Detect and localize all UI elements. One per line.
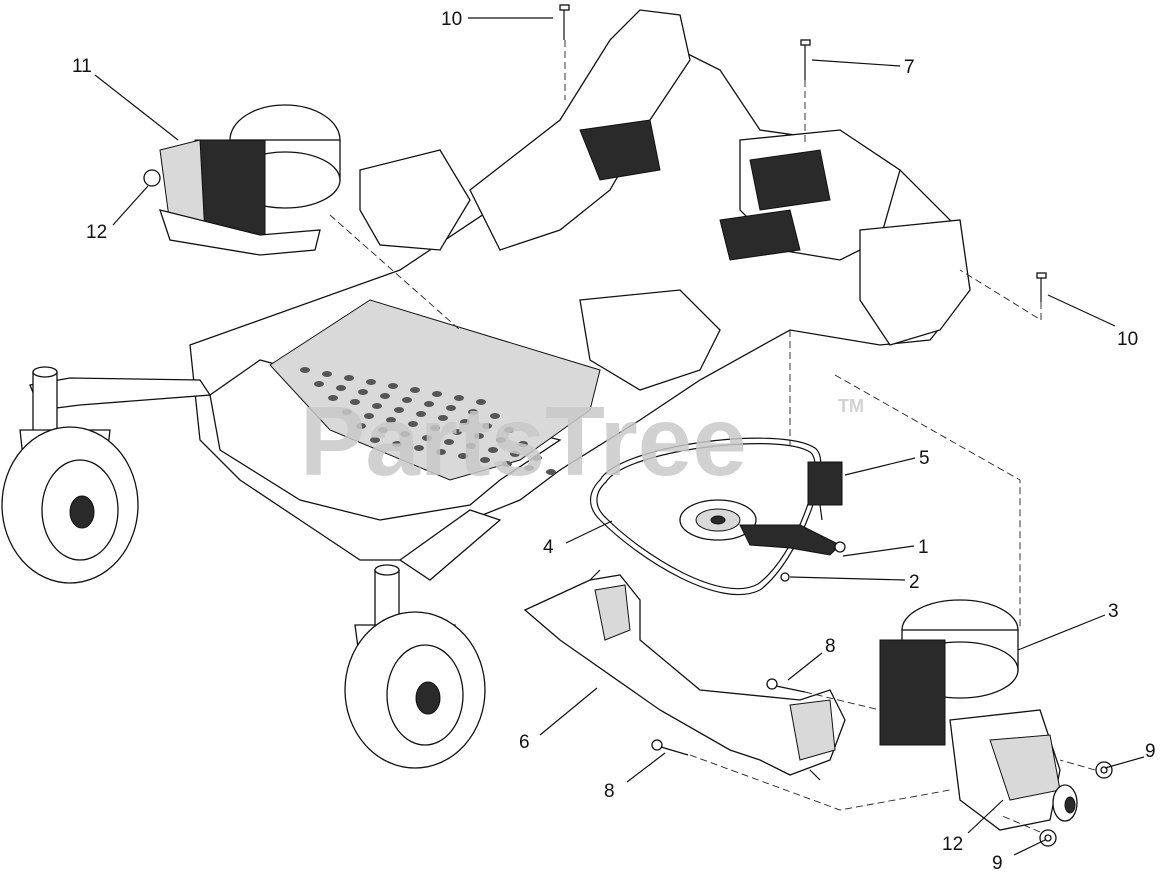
- callout-5: 5: [919, 448, 930, 469]
- floor-hole: [400, 431, 410, 437]
- floor-hole: [466, 443, 476, 449]
- floor-pan-holes: [300, 367, 556, 475]
- floor-hole: [476, 399, 486, 405]
- floor-hole: [370, 437, 380, 443]
- floor-hole: [460, 419, 470, 425]
- floor-hole: [432, 391, 442, 397]
- callout-1: 1: [918, 537, 929, 558]
- bolt-8-top: [766, 678, 806, 693]
- watermark-text: PartsTree: [300, 386, 747, 496]
- floor-hole: [532, 455, 542, 461]
- floor-hole: [414, 445, 424, 451]
- floor-hole: [392, 441, 402, 447]
- callout-labels: 10 7 11 12 10 5 1 4 2 3 8 6 8 9 12 9: [72, 9, 1156, 874]
- callout-10-right: 10: [1117, 329, 1138, 350]
- pump-mount-bracket: [523, 569, 846, 781]
- floor-hole: [366, 379, 376, 385]
- floor-hole: [430, 425, 440, 431]
- watermark-trademark: TM: [838, 396, 864, 416]
- floor-hole: [438, 415, 448, 421]
- callout-3: 3: [1108, 601, 1119, 622]
- floor-hole: [350, 399, 360, 405]
- floor-hole: [474, 433, 484, 439]
- floor-hole: [458, 453, 468, 459]
- bolt-10-right: [1036, 272, 1047, 302]
- floor-hole: [524, 465, 534, 471]
- callout-4: 4: [543, 537, 554, 558]
- floor-hole: [388, 383, 398, 389]
- floor-hole: [322, 371, 332, 377]
- floor-hole: [504, 427, 514, 433]
- floor-hole: [452, 429, 462, 435]
- drive-belt: [590, 437, 822, 596]
- floor-hole: [416, 411, 426, 417]
- assembly-lines: [329, 40, 1096, 833]
- floor-hole: [468, 409, 478, 415]
- floor-hole: [300, 367, 310, 373]
- callout-9-bottom: 9: [992, 853, 1003, 874]
- floor-hole: [444, 439, 454, 445]
- caster-wheel-left: [1, 366, 139, 584]
- callout-6: 6: [519, 732, 530, 753]
- callout-7: 7: [904, 57, 915, 78]
- floor-hole: [518, 441, 528, 447]
- callout-12-left: 12: [86, 222, 107, 243]
- floor-hole: [488, 447, 498, 453]
- callout-12-bottom: 12: [942, 834, 963, 855]
- floor-hole: [482, 423, 492, 429]
- leader-lines: [94, 17, 1145, 856]
- floor-hole: [546, 469, 556, 475]
- floor-hole: [422, 435, 432, 441]
- watermark: PartsTree TM: [300, 386, 864, 496]
- floor-hole: [380, 393, 390, 399]
- floor-hole: [424, 401, 434, 407]
- floor-hole: [446, 405, 456, 411]
- bolt-10-top: [559, 4, 570, 40]
- floor-hole: [402, 397, 412, 403]
- floor-hole: [454, 395, 464, 401]
- hydro-transmission-left: [143, 104, 341, 256]
- floor-hole: [314, 381, 324, 387]
- floor-hole: [356, 423, 366, 429]
- floor-hole: [394, 407, 404, 413]
- floor-hole: [364, 413, 374, 419]
- floor-hole: [372, 403, 382, 409]
- floor-hole: [510, 451, 520, 457]
- callout-8-bottom: 8: [604, 781, 615, 802]
- bolt-8-bottom: [651, 739, 689, 756]
- hydro-transmission-right: [879, 599, 1078, 831]
- floor-hole: [328, 395, 338, 401]
- bolt-7: [800, 39, 811, 80]
- nut-9-right: [1095, 761, 1113, 779]
- caster-wheel-right: [344, 564, 486, 769]
- callout-9-right: 9: [1145, 741, 1156, 762]
- floor-hole: [378, 427, 388, 433]
- idler-arm: [679, 499, 846, 556]
- floor-hole: [336, 385, 346, 391]
- floor-hole: [502, 461, 512, 467]
- callout-2: 2: [909, 572, 920, 593]
- nut-9-bottom: [1039, 829, 1057, 847]
- floor-hole: [386, 417, 396, 423]
- floor-hole: [436, 449, 446, 455]
- callout-11: 11: [72, 56, 92, 77]
- tension-spring: [807, 461, 843, 521]
- floor-hole: [344, 375, 354, 381]
- floor-hole: [480, 457, 490, 463]
- floor-hole: [358, 389, 368, 395]
- floor-hole: [408, 421, 418, 427]
- callout-10-top: 10: [441, 9, 462, 30]
- floor-hole: [410, 387, 420, 393]
- floor-hole: [342, 409, 352, 415]
- floor-hole: [496, 437, 506, 443]
- callout-8-top: 8: [825, 636, 836, 657]
- idler-bolt: [780, 572, 790, 582]
- floor-hole: [490, 413, 500, 419]
